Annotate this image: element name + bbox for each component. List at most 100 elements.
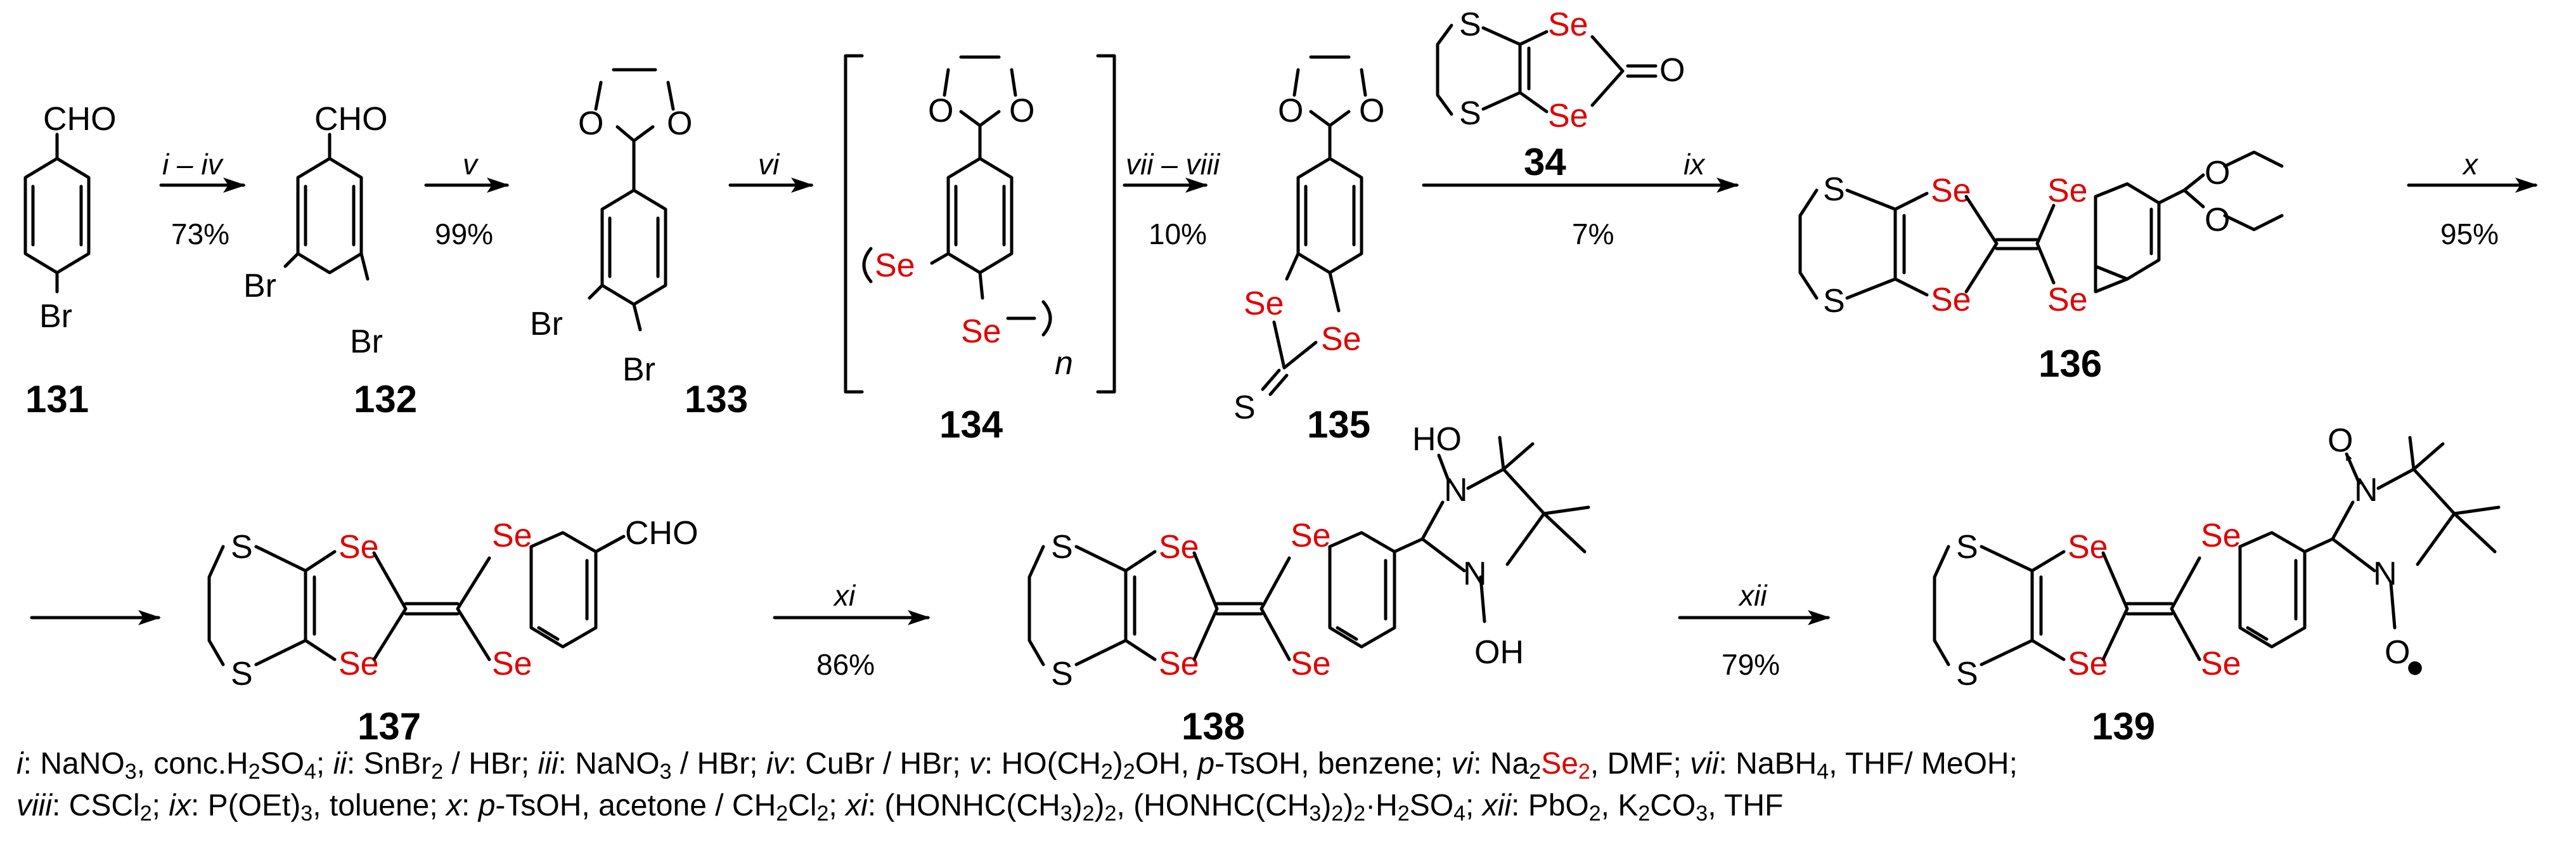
atom-o: O <box>2385 634 2410 671</box>
atom-cho: CHO <box>314 101 388 138</box>
fn-p: p <box>1197 747 1215 781</box>
atom-se: Se <box>875 247 915 284</box>
atom-o: O <box>2328 422 2353 459</box>
fn-text: OH, <box>1135 747 1198 781</box>
fn-sub: 2 <box>1100 760 1113 784</box>
atom-n: N <box>2373 555 2397 592</box>
fn-text: ) <box>1112 747 1123 781</box>
atom-o: O <box>1659 52 1685 89</box>
atom-se: Se <box>1244 285 1284 322</box>
label-131: 131 <box>25 378 89 420</box>
fn-ix: ix <box>169 789 191 822</box>
fn-sub: 4 <box>1453 802 1466 826</box>
atom-s: S <box>1459 95 1481 132</box>
atom-se: Se <box>2201 646 2241 682</box>
fn-vii: vii <box>1690 747 1719 781</box>
label-136: 136 <box>2038 342 2102 385</box>
arrow-5: ix 7% <box>1422 148 1739 250</box>
fn-text: ; <box>316 747 333 781</box>
fn-text: : NaNO <box>23 747 125 781</box>
fn-text: , THF <box>1708 789 1784 822</box>
label-135: 135 <box>1307 403 1370 446</box>
atom-se: Se <box>1548 98 1588 134</box>
arrow-5-yield: 7% <box>1572 217 1614 250</box>
atom-se: Se <box>1159 529 1199 566</box>
fn-text: , K <box>1600 789 1639 822</box>
fn-text: ) <box>1094 789 1105 822</box>
fn-text: ) <box>1343 789 1354 822</box>
atom-br: Br <box>622 351 655 388</box>
fn-iii: iii <box>538 747 558 781</box>
fn-text: / HBr; <box>443 747 538 781</box>
arrow-4: vii – viii 10% <box>1123 148 1221 250</box>
fn-text: SO <box>260 747 304 781</box>
atom-se: Se <box>492 517 532 554</box>
arrow-8: xi 86% <box>773 579 931 681</box>
atom-br: Br <box>350 323 383 360</box>
atom-o: O <box>1359 93 1384 129</box>
fn-sub: 3 <box>659 760 672 784</box>
atom-se: Se <box>2201 517 2241 554</box>
fn-i: i <box>16 747 23 781</box>
atom-s: S <box>1823 283 1845 320</box>
atom-o: O <box>2205 155 2230 192</box>
atom-s: S <box>1459 6 1481 43</box>
fn-se: Se <box>1541 747 1578 781</box>
atom-br: Br <box>530 306 563 342</box>
arrow-1: i – iv 73% <box>159 148 246 250</box>
fn-text: , conc.H <box>136 747 248 781</box>
arrow-5-reagent: ix <box>1684 148 1706 181</box>
fn-sub: 2 <box>1588 802 1601 826</box>
fn-sub: 2 <box>1397 802 1410 826</box>
fn-text: SO <box>1409 789 1454 822</box>
atom-se: Se <box>1931 282 1971 318</box>
fn-text: , THF/ MeOH; <box>1829 747 2018 781</box>
fn-text: : Na <box>1473 747 1530 781</box>
fn-sub: 3 <box>1309 802 1322 826</box>
fn-text: : (HONHC(CH <box>867 789 1060 822</box>
fn-text: ; <box>828 789 846 822</box>
fn-sub: 2 <box>431 760 444 784</box>
atom-se: Se <box>2068 529 2108 566</box>
n-oxide-arrow <box>2345 452 2361 485</box>
arrow-8-yield: 86% <box>816 648 875 681</box>
fn-sub: 2 <box>1529 760 1542 784</box>
atom-o: O <box>667 105 692 142</box>
atom-s: S <box>1233 389 1256 426</box>
label-139: 139 <box>2092 705 2155 748</box>
fn-xii: xii <box>1482 789 1512 822</box>
fn-sub: 3 <box>124 760 137 784</box>
atom-s: S <box>231 656 253 692</box>
atom-n: N <box>2354 472 2378 509</box>
atom-cho: CHO <box>43 101 117 138</box>
footnote-line-2: viii: CSCl2; ix: P(OEt)3, toluene; x: p-… <box>16 785 2565 827</box>
atom-se: Se <box>1291 517 1331 554</box>
arrow-3-reagent: vi <box>758 148 780 181</box>
fn-text: -TsOH, acetone / CH <box>495 789 776 822</box>
atom-s: S <box>1956 656 1978 692</box>
fn-text: , (HONHC(CH <box>1116 789 1310 822</box>
radical-dot: • <box>2406 639 2424 696</box>
fn-vi: vi <box>1451 747 1474 781</box>
conditions-footnote: i: NaNO3, conc.H2SO4; ii: SnBr2 / HBr; i… <box>16 743 2565 827</box>
atom-s: S <box>1956 529 1978 566</box>
arrow-2: v 99% <box>424 148 510 250</box>
atom-o: O <box>928 93 953 129</box>
atom-s: S <box>1823 171 1845 208</box>
molecule-139: S S Se Se Se Se N N O O • 139 <box>1933 422 2501 748</box>
arrow-6: x 95% <box>2407 148 2538 250</box>
arrow-6-yield: 95% <box>2440 217 2499 250</box>
atom-se: Se <box>1159 646 1199 682</box>
atom-br: Br <box>39 298 72 335</box>
atom-s: S <box>231 529 253 566</box>
label-132: 132 <box>354 378 417 420</box>
fn-sub: 2 <box>1082 802 1095 826</box>
fn-sub: 3 <box>1060 802 1072 826</box>
fn-text: : NaNO <box>558 747 660 781</box>
atom-o: O <box>578 105 603 142</box>
atom-se: Se <box>2047 172 2088 209</box>
label-138: 138 <box>1182 705 1245 748</box>
fn-text: : SnBr <box>346 747 432 781</box>
label-34: 34 <box>1524 141 1566 183</box>
